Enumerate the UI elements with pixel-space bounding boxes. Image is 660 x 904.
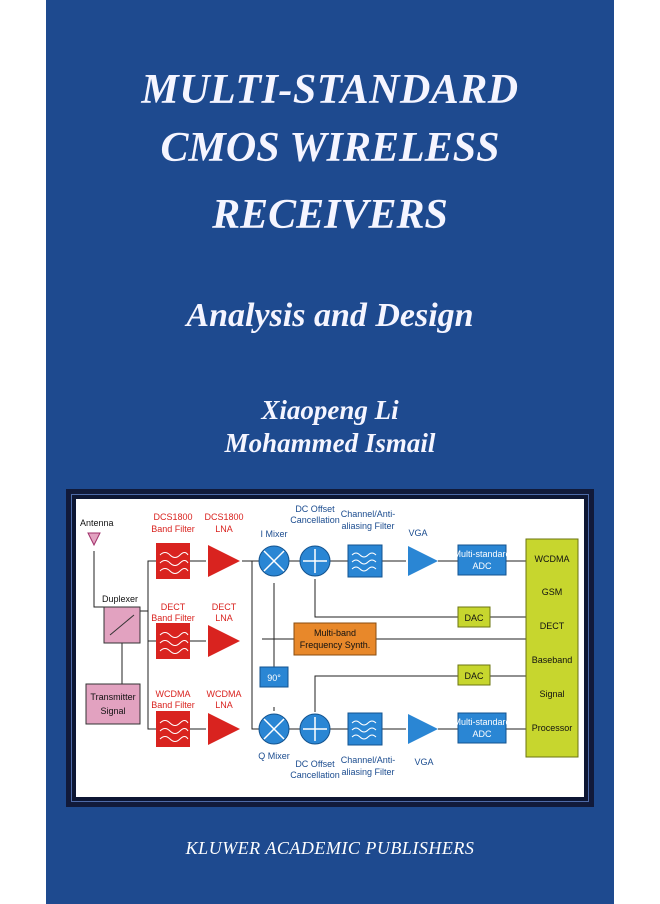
dac-bottom-label: DAC xyxy=(464,671,484,681)
dc-offset-label-1: DC Offset xyxy=(295,504,335,514)
band-filter-label-2: Band Filter xyxy=(151,524,195,534)
vga-top: VGA xyxy=(408,528,438,576)
adc-label-2: ADC xyxy=(472,561,492,571)
transmitter-label-1: Transmitter xyxy=(90,692,135,702)
band-filter-label-1: WCDMA xyxy=(156,689,191,699)
synth-label-1: Multi-band xyxy=(314,628,356,638)
amplifier-icon xyxy=(408,546,438,576)
adc-bottom: Multi-standard ADC xyxy=(453,712,511,744)
filter-wave-icon xyxy=(159,720,189,742)
frequency-synth-block xyxy=(293,622,377,656)
processor-label-3: DECT xyxy=(540,621,565,631)
duplexer-switch-icon xyxy=(109,614,135,636)
dc-offset-label-2: Cancellation xyxy=(290,515,340,525)
q-mixer-label: Q Mixer xyxy=(258,751,290,761)
filter-wave-icon xyxy=(351,720,377,740)
channel-filter-label-2: aliasing Filter xyxy=(341,521,394,531)
band-filter-dcs1800: DCS1800 Band Filter xyxy=(151,512,195,579)
lna-dcs1800: DCS1800 LNA xyxy=(204,512,244,577)
dac-bottom-block xyxy=(457,664,491,686)
adc-label-1: Multi-standard xyxy=(453,549,510,559)
phase-label: 90° xyxy=(267,673,281,683)
antenna-label: Antenna xyxy=(80,518,114,528)
synth-label-2: Frequency Synth. xyxy=(300,640,371,650)
lna-label-1: DCS1800 xyxy=(204,512,243,522)
dac-top-label: DAC xyxy=(464,613,484,623)
band-filter-dect: DECT Band Filter xyxy=(151,602,195,659)
lna-dect: DECT LNA xyxy=(208,602,240,657)
band-filter-label-2: Band Filter xyxy=(151,700,195,710)
band-filter-label-1: DECT xyxy=(161,602,186,612)
channel-filter-label-1: Channel/Anti- xyxy=(341,509,396,519)
vga-label: VGA xyxy=(408,528,427,538)
channel-filter-top: Channel/Anti- aliasing Filter xyxy=(341,509,396,578)
dc-offset-label-1: DC Offset xyxy=(295,759,335,769)
q-mixer: Q Mixer xyxy=(258,713,290,761)
i-mixer-label: I Mixer xyxy=(261,529,288,539)
amplifier-icon xyxy=(208,713,240,745)
author-2: Mohammed Ismail xyxy=(224,428,436,458)
title-line-2: CMOS WIRELESS xyxy=(160,125,500,171)
channel-filter-label-2: aliasing Filter xyxy=(341,767,394,777)
receiver-block-diagram: Antenna Duplexer Transmitter Signal DCS1… xyxy=(76,499,584,797)
lna-label-1: DECT xyxy=(212,602,237,612)
filter-wave-icon xyxy=(351,552,377,572)
processor-label-1: WCDMA xyxy=(535,554,570,564)
phase-shifter-block xyxy=(259,666,289,688)
subtitle: Analysis and Design xyxy=(186,297,474,334)
transmitter-label-2: Signal xyxy=(100,706,125,716)
processor-label-6: Processor xyxy=(532,723,573,733)
band-filter-label-2: Band Filter xyxy=(151,613,195,623)
channel-filter-bottom: Channel/Anti- aliasing Filter xyxy=(341,712,396,777)
filter-wave-icon xyxy=(159,632,189,654)
title-line-1: MULTI-STANDARD xyxy=(141,67,519,113)
author-1: Xiaopeng Li xyxy=(261,395,399,425)
signal-wires xyxy=(93,551,526,730)
dac-top-block xyxy=(457,606,491,628)
adc-block xyxy=(457,544,507,576)
lna-label-2: LNA xyxy=(215,613,233,623)
i-mixer: I Mixer xyxy=(258,529,290,577)
adc-top: Multi-standard ADC xyxy=(453,544,511,576)
amplifier-icon xyxy=(208,625,240,657)
band-filter-label-1: DCS1800 xyxy=(153,512,192,522)
channel-filter-label-1: Channel/Anti- xyxy=(341,755,396,765)
antenna-icon xyxy=(87,532,101,547)
vga-bottom: VGA xyxy=(408,714,438,767)
filter-wave-icon xyxy=(159,552,189,574)
dc-offset-label-2: Cancellation xyxy=(290,770,340,780)
lna-label-1: WCDMA xyxy=(207,689,242,699)
lna-wcdma: WCDMA LNA xyxy=(207,689,242,745)
publisher: KLUWER ACADEMIC PUBLISHERS xyxy=(185,838,475,858)
amplifier-icon xyxy=(208,545,240,577)
processor-label-4: Baseband xyxy=(532,655,573,665)
processor-label-2: GSM xyxy=(542,587,563,597)
amplifier-icon xyxy=(408,714,438,744)
processor-label-5: Signal xyxy=(539,689,564,699)
adc-label-1: Multi-standard xyxy=(453,717,510,727)
channel-filter-block xyxy=(347,712,383,746)
lna-label-2: LNA xyxy=(215,524,233,534)
title-line-3: RECEIVERS xyxy=(212,192,448,238)
transmitter-block xyxy=(85,683,141,725)
vga-label: VGA xyxy=(414,757,433,767)
duplexer-label: Duplexer xyxy=(102,594,138,604)
baseband-processor-block xyxy=(525,538,579,758)
adc-block xyxy=(457,712,507,744)
lna-label-2: LNA xyxy=(215,700,233,710)
adc-label-2: ADC xyxy=(472,729,492,739)
dc-offset-top: DC Offset Cancellation xyxy=(290,504,340,577)
dc-offset-bottom: DC Offset Cancellation xyxy=(290,713,340,780)
band-filter-wcdma: WCDMA Band Filter xyxy=(151,689,195,747)
